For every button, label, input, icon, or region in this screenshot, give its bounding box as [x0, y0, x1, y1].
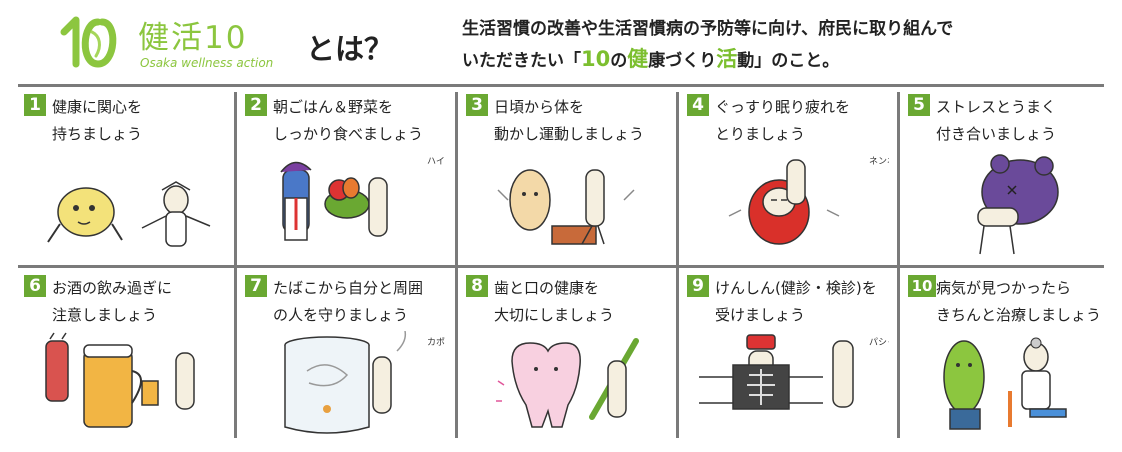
description: 生活習慣の改善や生活習慣病の予防等に向け、府民に取り組んで いただきたい「10の… [462, 14, 953, 76]
sound-effect-text: ネンネン [869, 156, 889, 167]
action-number-badge: 7 [245, 275, 267, 297]
logo-10-icon [60, 16, 117, 68]
action-number-badge: 1 [24, 94, 46, 116]
action-label-line-1: ぐっすり眠り疲れを [715, 98, 851, 116]
header: 健活10 Osaka wellness action とは？ 生活習慣の改善や生… [0, 0, 1122, 84]
action-label-line-2: 大切にしましょう [494, 306, 615, 324]
column-divider [676, 92, 679, 438]
action-number-badge: 10 [908, 275, 936, 297]
action-card-4: 4 ぐっすり眠り疲れを とりましょう ネンネン [681, 88, 893, 264]
action-card-1: 1 健康に関心を 持ちましょう [18, 88, 230, 264]
action-label: 健康に関心を 持ちましょう [52, 94, 230, 148]
action-label: ストレスとうまく 付き合いましょう [936, 94, 1114, 148]
action-card-2: 2 朝ごはん＆野菜を しっかり食べましょう ハイ [239, 88, 451, 264]
smoke-jar-icon: カポ [284, 331, 445, 434]
action-label: けんしん(健診・検診)を 受けましょう [715, 275, 893, 329]
action-label: 日頃から体を 動かし運動しましょう [494, 94, 672, 148]
action-card-8: 8 歯と口の健康を 大切にしましょう [460, 269, 672, 445]
action-card-10: 10 病気が見つかったら きちんと治療しましょう [902, 269, 1114, 445]
tooth-brush-icon [496, 338, 639, 428]
action-label-line-2: 注意しましょう [52, 306, 158, 324]
action-label-line-1: 朝ごはん＆野菜を [273, 98, 394, 116]
vegetable-basket-icon: ハイ [280, 157, 445, 241]
action-label-line-2: 持ちましょう [52, 125, 143, 143]
action-label-line-1: お酒の飲み過ぎに [52, 279, 173, 297]
action-card-7: 7 たばこから自分と周囲 の人を守りましょう カポ [239, 269, 451, 445]
action-number-badge: 8 [466, 275, 488, 297]
sound-effect-text: カポ [427, 337, 445, 348]
action-label: 朝ごはん＆野菜を しっかり食べましょう [273, 94, 451, 148]
header-divider [18, 84, 1104, 87]
action-label-line-1: 病気が見つかったら [936, 279, 1072, 297]
doctor-consult-icon [943, 337, 1067, 430]
action-number-badge: 6 [24, 275, 46, 297]
highlight-katsu: 活 [716, 47, 738, 71]
description-line-2: いただきたい「10の健康づくり活動」のこと。 [462, 47, 840, 71]
action-label-line-2: とりましょう [715, 125, 806, 143]
action-number-badge: 3 [466, 94, 488, 116]
action-number-badge: 9 [687, 275, 709, 297]
page-title: とは？ [306, 32, 394, 66]
beer-mug-icon [45, 332, 195, 428]
action-label-line-2: の人を守りましょう [273, 306, 409, 324]
description-line-1: 生活習慣の改善や生活習慣病の予防等に向け、府民に取り組んで [462, 19, 954, 39]
action-label-line-1: 日頃から体を [494, 98, 585, 116]
action-label-line-2: 受けましょう [715, 306, 806, 324]
action-number-badge: 4 [687, 94, 709, 116]
column-divider [234, 92, 237, 438]
action-card-5: 5 ストレスとうまく 付き合いましょう [902, 88, 1114, 264]
action-label: ぐっすり眠り疲れを とりましょう [715, 94, 893, 148]
highlight-ken: 健 [627, 47, 649, 71]
action-label-line-2: 動かし運動しましょう [494, 125, 645, 143]
highlight-10: 10 [581, 47, 611, 71]
action-card-3: 3 日頃から体を 動かし運動しましょう [460, 88, 672, 264]
action-number-badge: 2 [245, 94, 267, 116]
action-label-line-2: 付き合いましょう [936, 125, 1057, 143]
action-number-badge: 5 [908, 94, 930, 116]
action-label: 歯と口の健康を 大切にしましょう [494, 275, 672, 329]
row-divider [18, 265, 1104, 268]
xray-checkup-icon: パシャ [699, 334, 889, 410]
brain-mascot-figures-icon [47, 181, 211, 247]
action-label-line-1: 歯と口の健康を [494, 279, 600, 297]
action-label-line-2: きちんと治療しましょう [936, 306, 1102, 324]
action-label-line-2: しっかり食べましょう [273, 125, 424, 143]
logo-subtitle: Osaka wellness action [140, 56, 274, 70]
step-exercise-icon [497, 169, 635, 245]
action-label-line-1: たばこから自分と周囲 [273, 279, 424, 297]
action-label-line-1: 健康に関心を [52, 98, 143, 116]
daruma-sleep-icon: ネンネン [728, 156, 889, 245]
column-divider [455, 92, 458, 438]
column-divider [897, 92, 900, 438]
action-label-line-1: けんしん(健診・検診)を [715, 279, 877, 297]
stress-monster-icon [977, 154, 1059, 255]
action-label: たばこから自分と周囲 の人を守りましょう [273, 275, 451, 329]
action-label-line-1: ストレスとうまく [936, 98, 1057, 116]
sound-effect-text: パシャ [869, 337, 889, 348]
sound-effect-text: ハイ [427, 157, 445, 167]
action-card-9: 9 けんしん(健診・検診)を 受けましょう パシャ [681, 269, 893, 445]
action-label: 病気が見つかったら きちんと治療しましょう [936, 275, 1114, 329]
action-label: お酒の飲み過ぎに 注意しましょう [52, 275, 230, 329]
action-card-6: 6 お酒の飲み過ぎに 注意しましょう [18, 269, 230, 445]
logo-title: 健活10 [138, 20, 248, 56]
